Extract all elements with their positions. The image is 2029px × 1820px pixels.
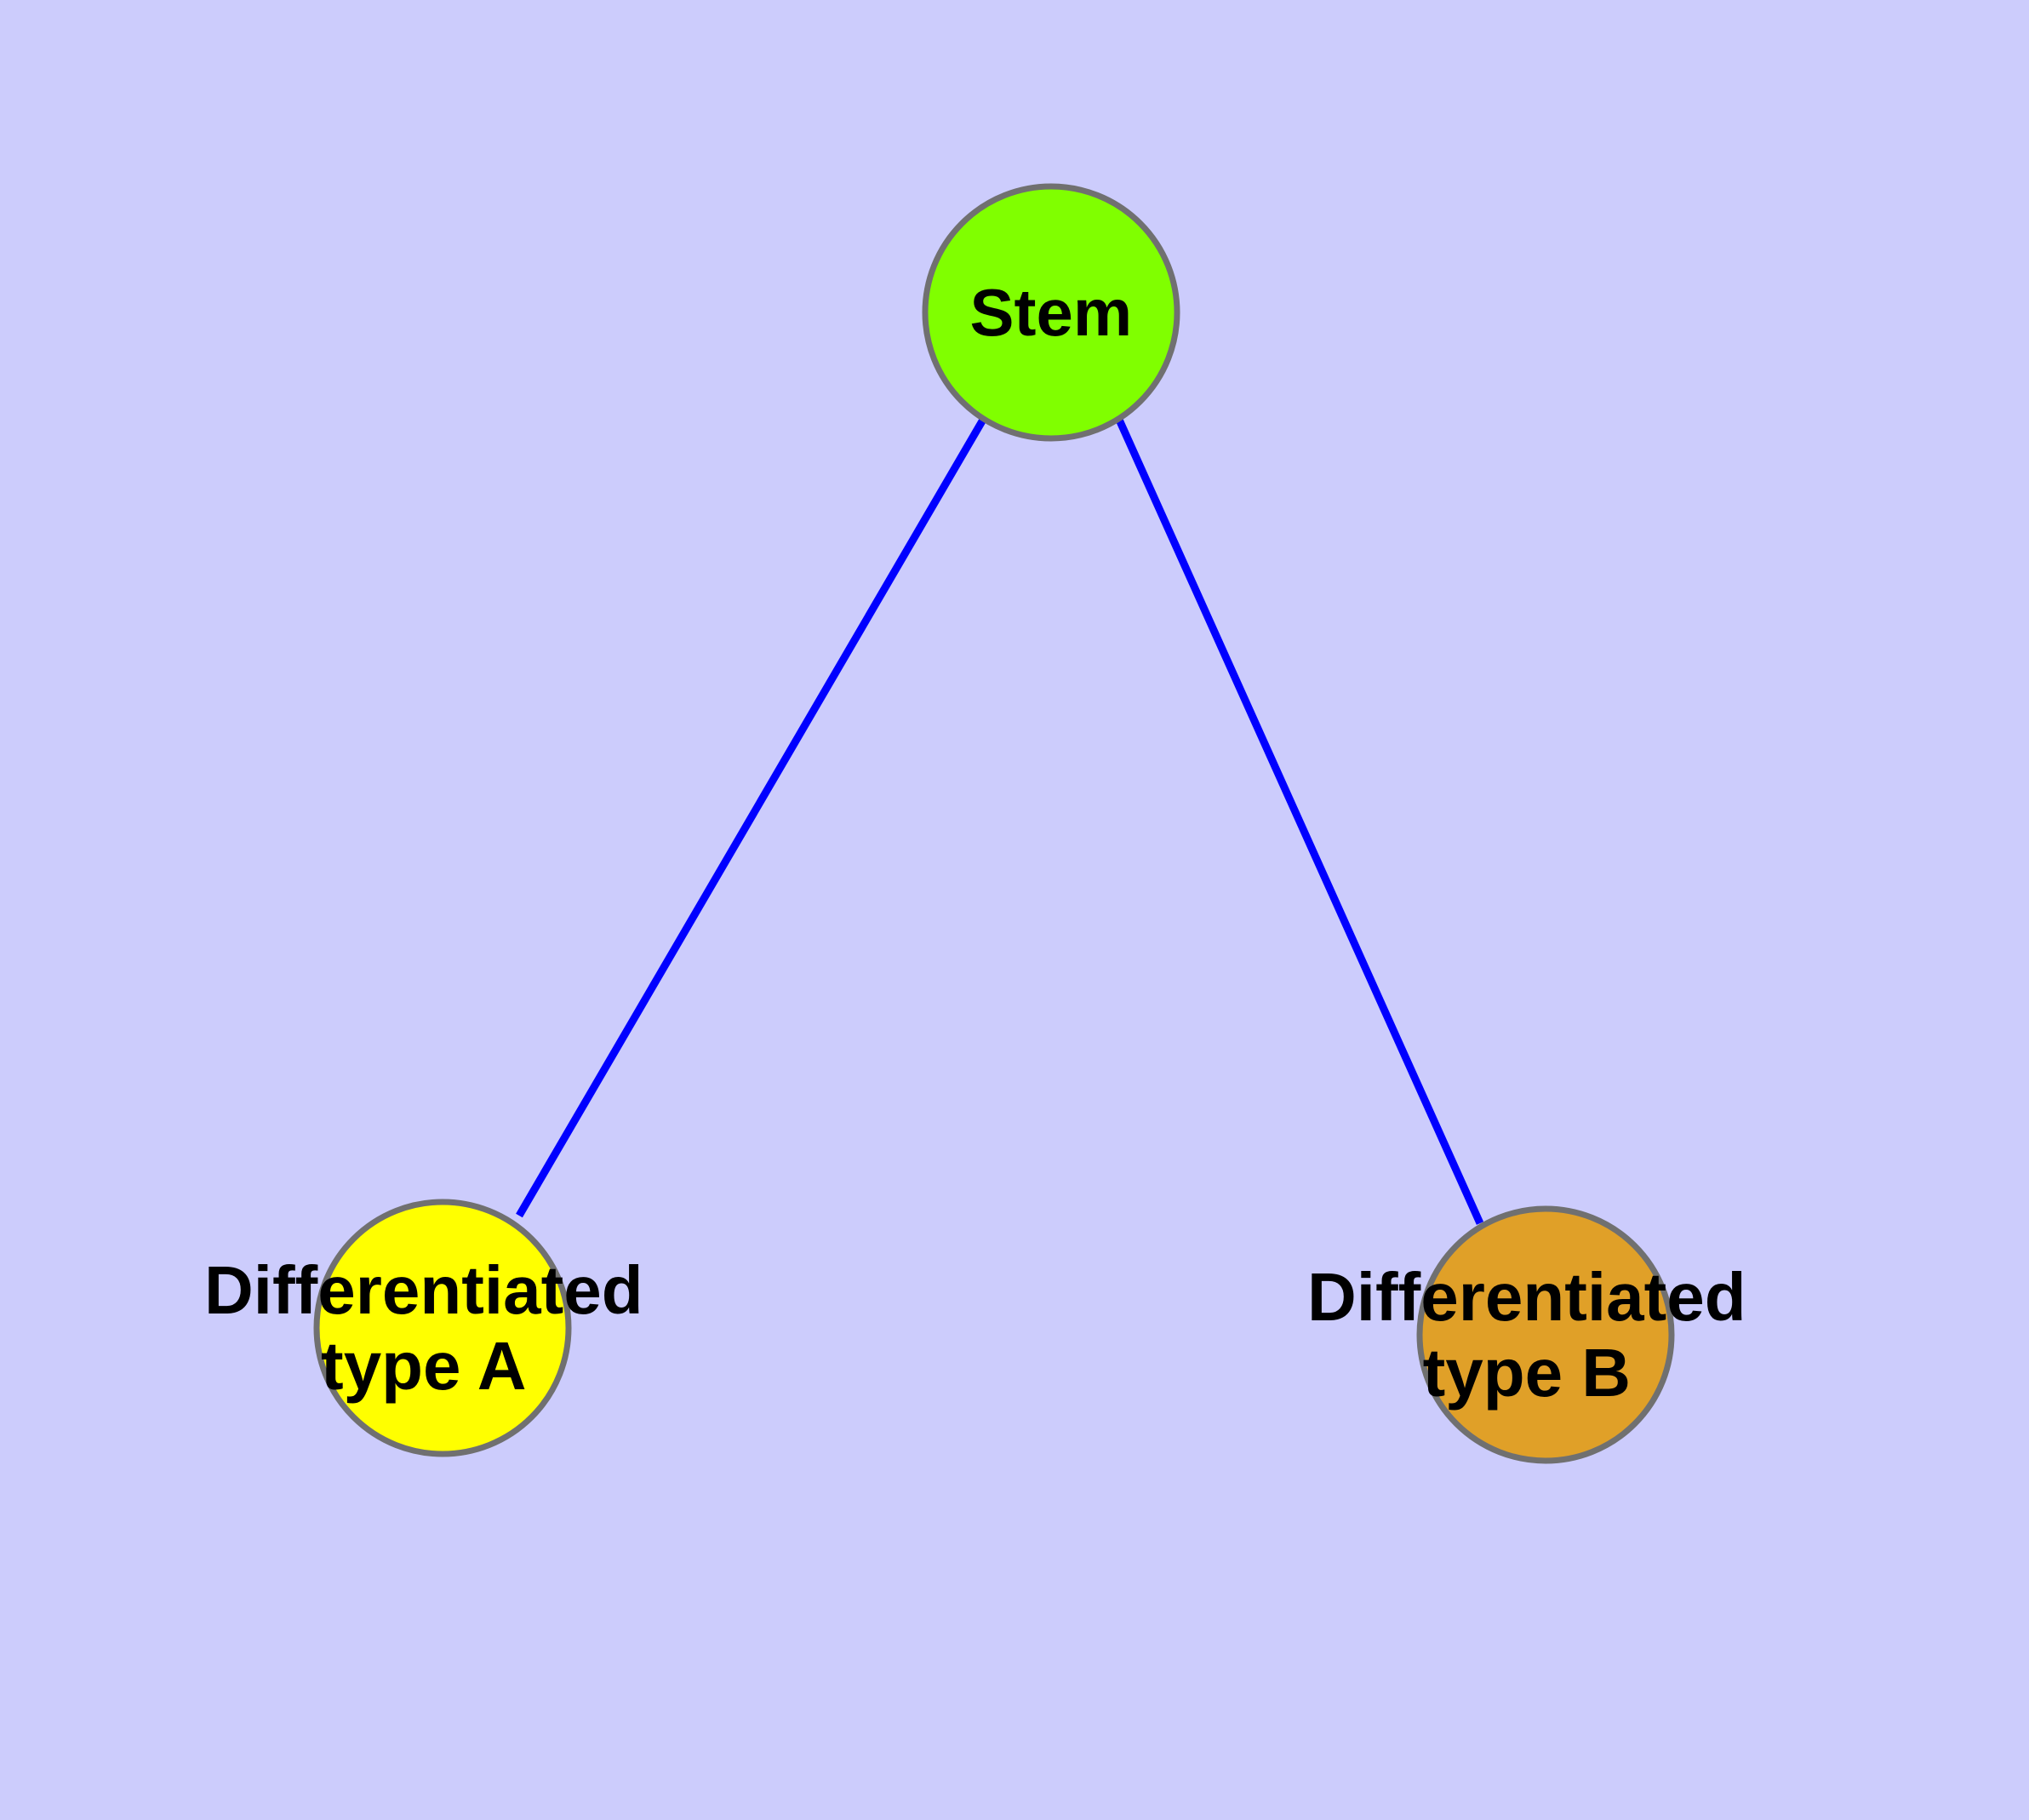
edge-stem-diff-a[interactable] (516, 417, 986, 1218)
nodes-group (313, 183, 1675, 1464)
edge-stem-diff-b[interactable] (1115, 418, 1484, 1225)
node-circle-stem[interactable] (922, 183, 1180, 442)
edges-group (516, 417, 1484, 1225)
node-circle-diff-a[interactable] (313, 1199, 572, 1457)
node-circle-diff-b[interactable] (1416, 1205, 1675, 1464)
